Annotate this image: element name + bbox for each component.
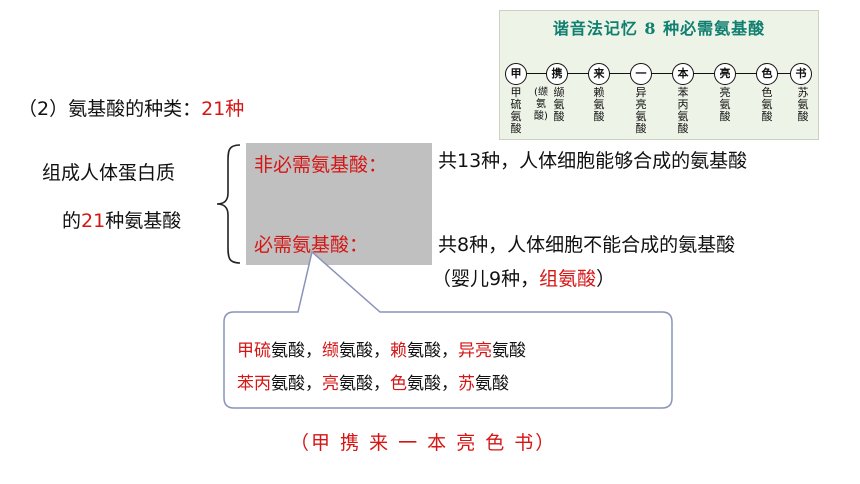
mnemonic-image: 谐音法记忆 8 种必需氨基酸 甲 携 来 一 本 亮 色 书 甲硫氨酸 (缬氨酸…	[499, 10, 819, 140]
mnemonic-label: 赖氨酸	[593, 86, 605, 123]
mnemonic-timeline	[510, 73, 808, 74]
amino-highlight: 色	[390, 374, 407, 394]
amino-highlight: 缬	[322, 341, 339, 361]
heading-value: 21种	[201, 98, 245, 120]
mnemonic-title: 谐音法记忆 8 种必需氨基酸	[552, 19, 766, 38]
mnemonic-label: 异亮氨酸	[635, 86, 647, 135]
amino-rest: 氨酸	[492, 341, 526, 361]
callout-line-1: 甲硫氨酸，缬氨酸，赖氨酸，异亮氨酸	[237, 336, 526, 361]
essential-label: 必需氨基酸：	[254, 234, 369, 256]
essential-description: 共8种，人体细胞不能合成的氨基酸	[438, 234, 736, 256]
mnemonic-char: 亮	[714, 63, 736, 85]
mnemonic-label: 甲硫氨酸	[510, 86, 522, 135]
callout-line-2: 苯丙氨酸，亮氨酸，色氨酸，苏氨酸	[237, 369, 509, 394]
heading-prefix: （2）氨基酸的种类：	[18, 98, 202, 120]
mnemonic-label: 苯丙氨酸	[677, 86, 689, 135]
amino-highlight: 赖	[390, 341, 407, 361]
mnemonic-extra-label: (缬氨酸)	[534, 87, 548, 122]
mnemonic-char: 甲	[505, 63, 527, 85]
mnemonic-label: 色氨酸	[761, 86, 773, 123]
amino-highlight: 苏	[458, 374, 475, 394]
amino-rest: 氨酸	[475, 374, 509, 394]
left-label-pre: 的	[62, 210, 82, 232]
callout-bubble	[223, 250, 673, 409]
mnemonic-label: 苏氨酸	[797, 86, 809, 123]
infant-note-pre: （婴儿9种，	[432, 268, 540, 290]
mnemonic-char: 色	[756, 63, 778, 85]
left-label-post: 种氨基酸	[105, 210, 182, 232]
mnemonic-label: 亮氨酸	[719, 86, 731, 123]
nonessential-description: 共13种，人体细胞能够合成的氨基酸	[438, 150, 748, 172]
amino-rest: 氨酸，	[339, 374, 390, 394]
mnemonic-char: 书	[790, 63, 812, 85]
amino-rest: 氨酸，	[271, 374, 322, 394]
mnemonic-char: 来	[588, 63, 610, 85]
amino-highlight: 苯丙	[237, 374, 271, 394]
left-label-number: 21	[81, 210, 106, 232]
category-box	[246, 143, 432, 265]
curly-brace	[216, 144, 241, 264]
amino-rest: 氨酸，	[407, 341, 458, 361]
amino-rest: 氨酸，	[271, 341, 322, 361]
mnemonic-char: 一	[630, 63, 652, 85]
mnemonic-label: 缬氨酸	[553, 86, 565, 123]
infant-note: （婴儿9种，组氨酸）	[432, 264, 615, 291]
amino-highlight: 甲硫	[237, 341, 271, 361]
mnemonic-char: 携	[546, 63, 568, 85]
mnemonic-char: 本	[672, 63, 694, 85]
mnemonic-phrase: （甲 携 来 一 本 亮 色 书）	[290, 432, 557, 454]
amino-rest: 氨酸，	[407, 374, 458, 394]
left-label-line1: 组成人体蛋白质	[42, 162, 176, 184]
infant-note-post: ）	[596, 268, 616, 290]
amino-rest: 氨酸，	[339, 341, 390, 361]
amino-highlight: 亮	[322, 374, 339, 394]
infant-note-highlight: 组氨酸	[539, 268, 597, 290]
nonessential-label: 非必需氨基酸：	[254, 154, 388, 176]
left-label-line2: 的21种氨基酸	[62, 206, 181, 233]
section-heading: （2）氨基酸的种类：21种	[18, 94, 244, 121]
amino-highlight: 异亮	[458, 341, 492, 361]
